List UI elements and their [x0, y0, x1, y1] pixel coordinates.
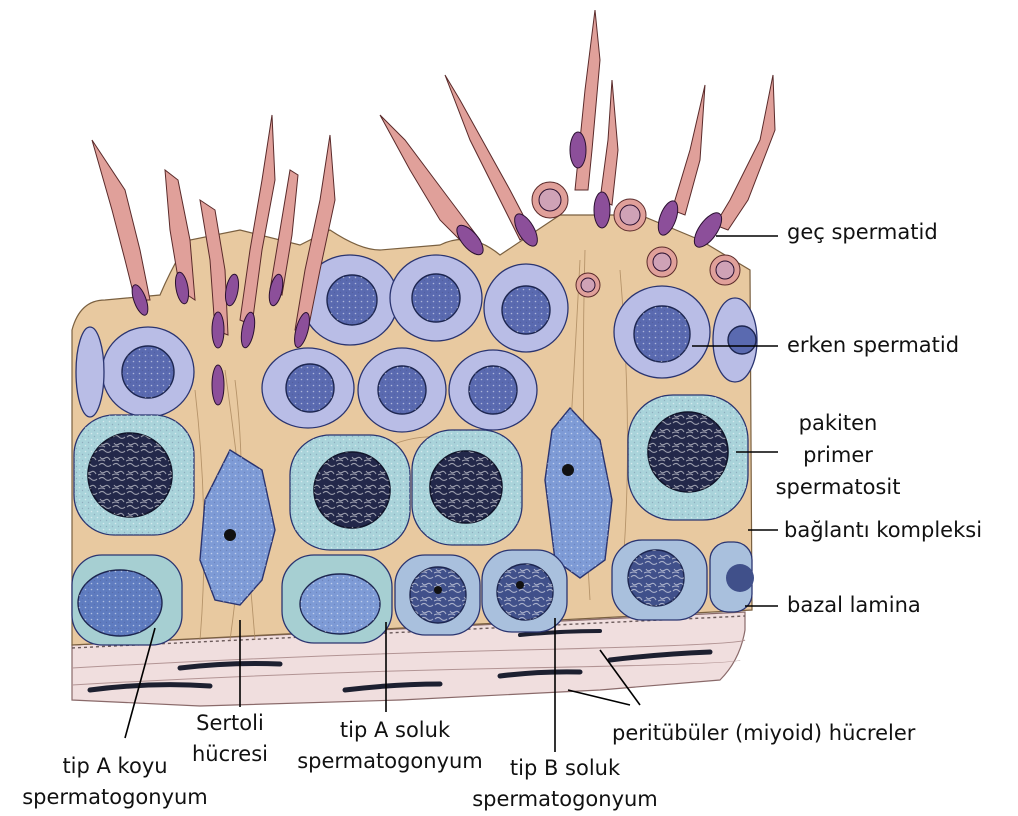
label-junctional-complex: bağlantı kompleksi [784, 518, 982, 542]
label-type-a-pale-line2: spermatogonyum [297, 749, 483, 773]
label-pachytene-line2: primer [803, 443, 873, 467]
label-basal-lamina: bazal lamina [787, 593, 921, 617]
label-type-a-pale-line1: tip A soluk [340, 718, 451, 742]
label-sertoli-line2: hücresi [192, 742, 268, 766]
label-pachytene-line3: spermatosit [776, 475, 901, 499]
sertoli-nucleolus-right [562, 464, 574, 476]
label-sertoli-line1: Sertoli [196, 711, 264, 735]
label-early-spermatid: erken spermatid [787, 333, 959, 357]
label-type-a-dark-line1: tip A koyu [62, 754, 167, 778]
label-pachytene-line1: pakiten [799, 411, 878, 435]
label-late-spermatid: geç spermatid [787, 220, 938, 244]
type-a-pale-spermatogonium [282, 555, 392, 643]
label-peritubular-cells: peritübüler (miyoid) hücreler [612, 721, 916, 745]
sertoli-nucleolus-left [224, 529, 236, 541]
label-type-b-pale-line2: spermatogonyum [472, 787, 658, 811]
label-type-a-dark-line2: spermatogonyum [22, 785, 208, 809]
type-a-dark-spermatogonium [72, 555, 182, 645]
label-type-b-pale-line1: tip B soluk [510, 756, 621, 780]
